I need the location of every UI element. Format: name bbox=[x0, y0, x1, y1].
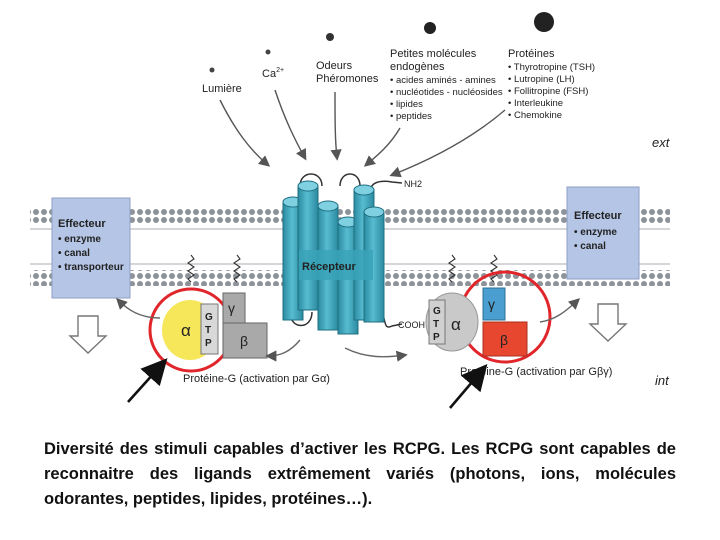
small-molecules-item: • nucléotides - nucléosides bbox=[390, 87, 503, 98]
g-gamma-right-label: γ bbox=[488, 296, 495, 312]
receptor-helix bbox=[297, 180, 319, 311]
gpcr-diagram: ext int Lumière Ca2+ Odeurs Phéromones P… bbox=[30, 12, 671, 409]
ext-label: ext bbox=[652, 135, 671, 150]
small-molecules-label-1: Petites molécules bbox=[390, 48, 477, 60]
proteins-item: • Thyrotropine (TSH) bbox=[508, 62, 595, 73]
gprotein-right-caption: Protéine-G (activation par Gβγ) bbox=[460, 366, 612, 378]
odors-label-2: Phéromones bbox=[316, 73, 379, 85]
g-beta-left bbox=[222, 322, 268, 359]
small-molecule-dot bbox=[424, 22, 436, 34]
gdp-box bbox=[428, 299, 446, 345]
g-alpha-right-label: α bbox=[451, 315, 461, 334]
gtp-letter: P bbox=[205, 338, 212, 349]
stimulus-arrows bbox=[219, 89, 506, 178]
small-molecules-label-2: endogènes bbox=[390, 61, 445, 73]
proteins-item: • Follitropine (FSH) bbox=[508, 86, 588, 97]
gprotein-left: α G T P γ β Protéine-G (activation par G… bbox=[148, 287, 330, 385]
calcium-dot bbox=[265, 49, 271, 55]
gdp-letter: T bbox=[433, 319, 439, 330]
gdp-letter: P bbox=[433, 332, 440, 343]
receptor-label: Récepteur bbox=[302, 261, 357, 273]
light-dot bbox=[209, 67, 215, 73]
g-gamma-left-label: γ bbox=[228, 300, 235, 316]
effector-left-item: • transporteur bbox=[58, 262, 124, 273]
protein-dot bbox=[534, 12, 554, 32]
effector-output-arrows bbox=[68, 303, 628, 354]
g-gamma-right bbox=[482, 287, 506, 321]
odors-label-1: Odeurs bbox=[316, 60, 353, 72]
gtp-letter: T bbox=[205, 325, 211, 336]
proteins-item: • Chemokine bbox=[508, 110, 562, 121]
pointer-arrows bbox=[127, 358, 488, 409]
effector-left-title: Effecteur bbox=[58, 218, 106, 230]
receptor-helix bbox=[363, 206, 385, 323]
effector-right-item: • canal bbox=[574, 241, 606, 252]
receptor: NH2 COOH Récepteur bbox=[282, 173, 425, 335]
stimuli: Lumière Ca2+ Odeurs Phéromones Petites m… bbox=[202, 12, 595, 122]
small-molecules-item: • acides aminés - amines bbox=[390, 75, 496, 86]
lipid-anchors bbox=[187, 254, 498, 283]
g-beta-left-label: β bbox=[240, 333, 248, 349]
gprotein-right: α G T P γ β Protéine-G (activation par G… bbox=[425, 270, 612, 378]
int-label: int bbox=[655, 373, 670, 388]
effector-left-item: • canal bbox=[58, 248, 90, 259]
effector-left-item: • enzyme bbox=[58, 234, 101, 245]
effector-right-title: Effecteur bbox=[574, 210, 622, 222]
cooh-label: COOH bbox=[398, 320, 425, 330]
light-label: Lumière bbox=[202, 83, 242, 95]
figure-caption: Diversité des stimuli capables d’activer… bbox=[44, 440, 676, 508]
effector-left: Effecteur • enzyme • canal • transporteu… bbox=[51, 197, 131, 299]
effector-right-item: • enzyme bbox=[574, 227, 617, 238]
effector-right: Effecteur • enzyme • canal bbox=[566, 186, 640, 280]
g-alpha-left-label: α bbox=[181, 321, 191, 340]
nh2-label: NH2 bbox=[404, 179, 422, 189]
g-beta-right-label: β bbox=[500, 332, 508, 348]
small-molecules-item: • peptides bbox=[390, 111, 432, 122]
g-beta-right bbox=[482, 321, 528, 357]
small-molecules-item: • lipides bbox=[390, 99, 423, 110]
odor-dot bbox=[326, 33, 334, 41]
gdp-letter: G bbox=[433, 306, 441, 317]
activation-arrows bbox=[116, 298, 581, 362]
gprotein-left-caption: Protéine-G (activation par Gα) bbox=[183, 373, 330, 385]
calcium-label: Ca2+ bbox=[262, 67, 284, 80]
proteins-title: Protéines bbox=[508, 48, 555, 60]
gtp-letter: G bbox=[205, 312, 213, 323]
gtp-box bbox=[200, 303, 219, 355]
proteins-item: • Lutropine (LH) bbox=[508, 74, 575, 85]
proteins-item: • Interleukine bbox=[508, 98, 563, 109]
